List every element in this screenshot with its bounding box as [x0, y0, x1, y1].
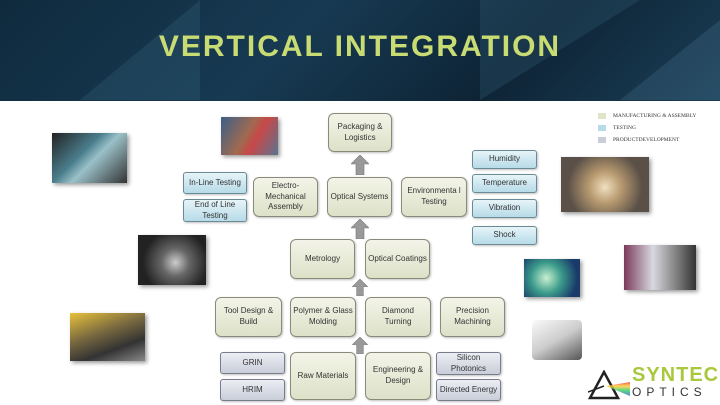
- box-packaging-logistics: Packaging & Logistics: [328, 113, 392, 152]
- photo-environmental-chamber: [561, 157, 649, 212]
- box-silicon-photonics: Silicon Photonics: [436, 352, 501, 375]
- box-temperature: Temperature: [472, 174, 537, 193]
- up-arrow-icon: [351, 155, 369, 175]
- legend-item: MANUFACTURING & ASSEMBLY: [598, 110, 696, 122]
- box-humidity: Humidity: [472, 150, 537, 169]
- box-shock: Shock: [472, 226, 537, 245]
- box-inline-testing: In-Line Testing: [183, 172, 247, 194]
- box-directed-energy: Directed Energy: [436, 379, 501, 401]
- header-banner: VERTICAL INTEGRATION: [0, 0, 720, 101]
- box-metrology: Metrology: [290, 239, 355, 279]
- box-tool-design-build: Tool Design & Build: [215, 297, 282, 337]
- up-arrow-icon: [351, 337, 369, 354]
- logo-subtext: OPTICS: [632, 385, 707, 399]
- legend-item: PRODUCTDEVELOPMENT: [598, 134, 696, 146]
- legend-label: PRODUCTDEVELOPMENT: [613, 137, 680, 143]
- box-end-of-line-testing: End of Line Testing: [183, 199, 247, 222]
- box-hrim: HRIM: [220, 379, 285, 401]
- box-engineering-design: Engineering & Design: [365, 352, 431, 400]
- box-polymer-glass-molding: Polymer & Glass Molding: [290, 297, 356, 337]
- legend-label: TESTING: [613, 125, 636, 131]
- up-arrow-icon: [351, 219, 369, 239]
- box-electro-mechanical-assembly: Electro-Mechanical Assembly: [253, 177, 318, 217]
- up-arrow-icon: [351, 279, 369, 296]
- photo-molding-parts: [70, 313, 145, 361]
- box-precision-machining: Precision Machining: [440, 297, 505, 337]
- photo-optical-lens: [524, 259, 580, 297]
- box-vibration: Vibration: [472, 199, 537, 218]
- box-optical-systems: Optical Systems: [327, 177, 392, 217]
- box-optical-coatings: Optical Coatings: [365, 239, 430, 279]
- logo-text: SYNTEC: [632, 364, 720, 386]
- legend-label: MANUFACTURING & ASSEMBLY: [613, 113, 697, 119]
- box-environmental-testing: Environmenta l Testing: [401, 177, 467, 217]
- legend: MANUFACTURING & ASSEMBLY TESTING PRODUCT…: [598, 110, 696, 146]
- syntec-optics-logo: SYNTEC OPTICS: [588, 364, 720, 402]
- photo-lab-gloves: [52, 133, 127, 183]
- box-raw-materials: Raw Materials: [290, 352, 356, 400]
- photo-optical-assembly: [624, 245, 696, 290]
- box-diamond-turning: Diamond Turning: [365, 297, 431, 337]
- photo-machined-housing: [532, 320, 582, 360]
- prism-icon: [588, 370, 630, 400]
- legend-item: TESTING: [598, 122, 696, 134]
- photo-machine-spindle: [138, 235, 206, 285]
- box-grin: GRIN: [220, 352, 285, 374]
- photo-shipping-containers: [221, 117, 278, 155]
- slide-title: VERTICAL INTEGRATION: [158, 30, 562, 63]
